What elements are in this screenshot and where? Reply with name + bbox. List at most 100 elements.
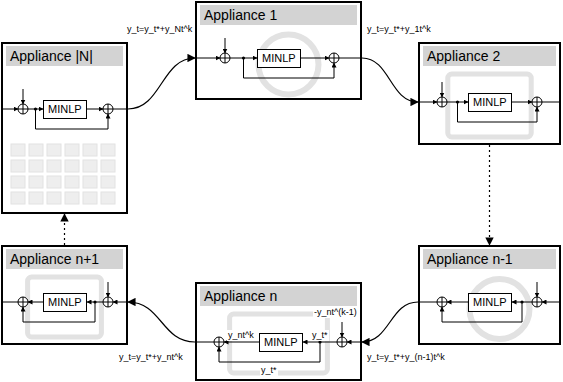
keyboard-key [47,160,61,172]
appliance-box: Appliance n+1MINLP [1,245,128,345]
signal-wire [542,102,559,103]
appliance-box: Appliance n MINLP [195,282,362,381]
signal-wire [339,58,360,59]
appliance-box: Appliance 2 MINLP [418,42,561,145]
solver-box: MINLP [259,333,303,352]
flow-connector [362,58,418,102]
appliance-title: Appliance 2 [423,46,556,66]
appliance-box: Appliance 1 MINLP [195,1,362,100]
sum-cross [437,97,447,107]
sum-junction [532,97,542,107]
signal-wire [512,102,532,103]
signal-wire [447,302,468,303]
appliance-wiring [3,44,126,212]
sum-junction [329,53,339,63]
sum-cross [18,297,28,307]
sum-junction [337,337,347,347]
signal-wire [537,282,538,297]
sum-cross [532,297,542,307]
solver-box: MINLP [257,49,301,68]
branch-dot [456,100,459,103]
solver-label: MINLP [473,96,507,108]
signal-wire [113,109,126,110]
keyboard-key [83,144,97,156]
keyboard-key [11,144,25,156]
solver-box: MINLP [43,100,87,119]
signal-wire [542,302,559,303]
appliance-title: Appliance n+1 [6,249,123,269]
sum-cross [18,104,28,114]
keyboard-key [65,144,79,156]
sum-cross [437,297,447,307]
sum-cross [103,104,113,114]
sum-junction [214,337,224,347]
appliance-outline [28,277,102,337]
keyboard-key [65,192,79,204]
solver-label: MINLP [48,296,82,308]
keyboard-key [101,192,115,204]
signal-wire [224,342,259,343]
signal-label: y_t* [311,330,329,341]
signal-label: -y_nt^(k-1) [313,307,358,318]
signal-wire [197,58,220,59]
appliance-box: Appliance |N| MINLP [1,42,128,214]
sum-junction [18,104,28,114]
signal-wire [108,282,109,297]
sum-cross [214,337,224,347]
appliance-outline [230,314,328,373]
signal-wire [225,38,226,53]
keyboard-key [83,192,97,204]
edge-label: y_t=y_t*+y_Nt^k [126,24,193,35]
keyboard-key [83,176,97,188]
solver-box: MINLP [468,293,512,312]
signal-wire [301,58,329,59]
keyboard-key [11,160,25,172]
keyboard-key [29,160,43,172]
signal-wire [23,89,24,104]
edge-label: y_t=y_t*+y_1t^k [366,24,432,35]
keyboard-key [65,176,79,188]
sum-cross [329,53,339,63]
flow-connector [64,214,65,245]
keyboard-key [65,160,79,172]
solver-label: MINLP [262,52,296,64]
flow-connector [128,302,195,342]
signal-wire [87,109,103,110]
signal-wire [197,342,214,343]
keyboard-key [29,176,43,188]
keyboard-key [47,144,61,156]
signal-wire [420,102,437,103]
signal-wire [3,109,18,110]
sum-junction [18,297,28,307]
sum-junction [532,297,542,307]
keyboard-key [11,192,25,204]
sum-cross [337,337,347,347]
signal-label: y_t* [260,365,278,376]
solver-box: MINLP [43,293,87,312]
solver-label: MINLP [48,103,82,115]
keyboard-key [47,192,61,204]
branch-dot [520,300,523,303]
sum-junction [220,53,230,63]
branch-dot [34,107,37,110]
appliance-outline [448,74,531,137]
signal-wire [342,322,343,337]
keyboard-key [29,192,43,204]
sum-junction [437,297,447,307]
appliance-title: Appliance 1 [200,5,357,25]
signal-wire [113,302,126,303]
solver-box: MINLP [468,93,512,112]
solver-label: MINLP [473,296,507,308]
signal-wire [420,302,437,303]
branch-dot [242,56,245,59]
keyboard-key [101,144,115,156]
keyboard-key [47,176,61,188]
sum-junction [103,297,113,307]
sum-cross [220,53,230,63]
keyboard-key [11,176,25,188]
appliance-title: Appliance n [200,286,357,306]
appliance-title: Appliance |N| [6,46,123,66]
branch-dot [93,300,96,303]
flow-connector [362,302,418,342]
